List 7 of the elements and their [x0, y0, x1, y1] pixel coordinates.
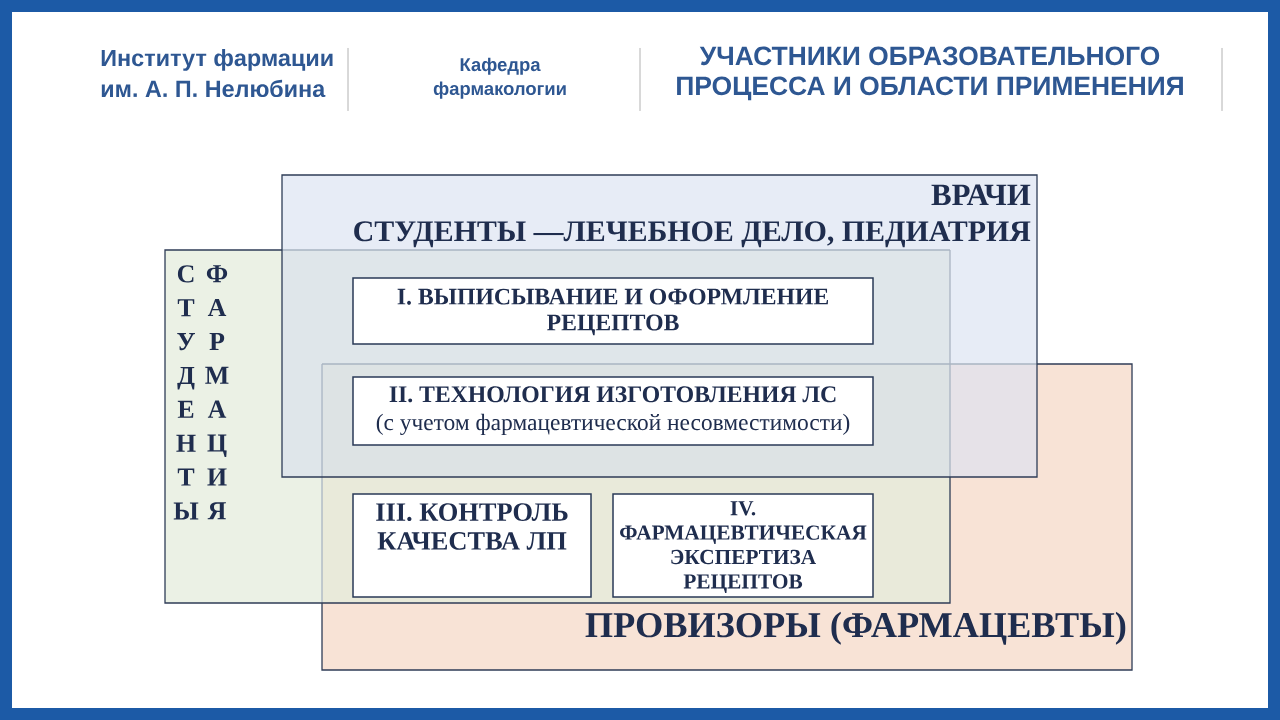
- department-name: Кафедра фармакологии: [433, 57, 566, 99]
- slide-title: УЧАСТНИКИ ОБРАЗОВАТЕЛЬНОГО ПРОЦЕССА И ОБЛАСТИ ПРИМЕНЕНИЯ: [677, 46, 1183, 101]
- text-box: I. ВЫПИСЫВАНИЕ И ОФОРМЛЕНИЕ РЕЦЕПТОВ: [352, 277, 874, 345]
- text-box: IV. ФАРМАЦЕВТИЧЕСКАЯ ЭКСПЕРТИЗА РЕЦЕПТОВ: [612, 493, 874, 598]
- institute-name: Институт фармации им. А. П. Нелюбина: [101, 49, 333, 98]
- text-box: III. КОНТРОЛЬ КАЧЕСТВА ЛП: [352, 493, 592, 598]
- text-box: II. ТЕХНОЛОГИЯ ИЗГОТОВЛЕНИЯ ЛС (с учетом фармацевтической несовместимости): [352, 376, 874, 446]
